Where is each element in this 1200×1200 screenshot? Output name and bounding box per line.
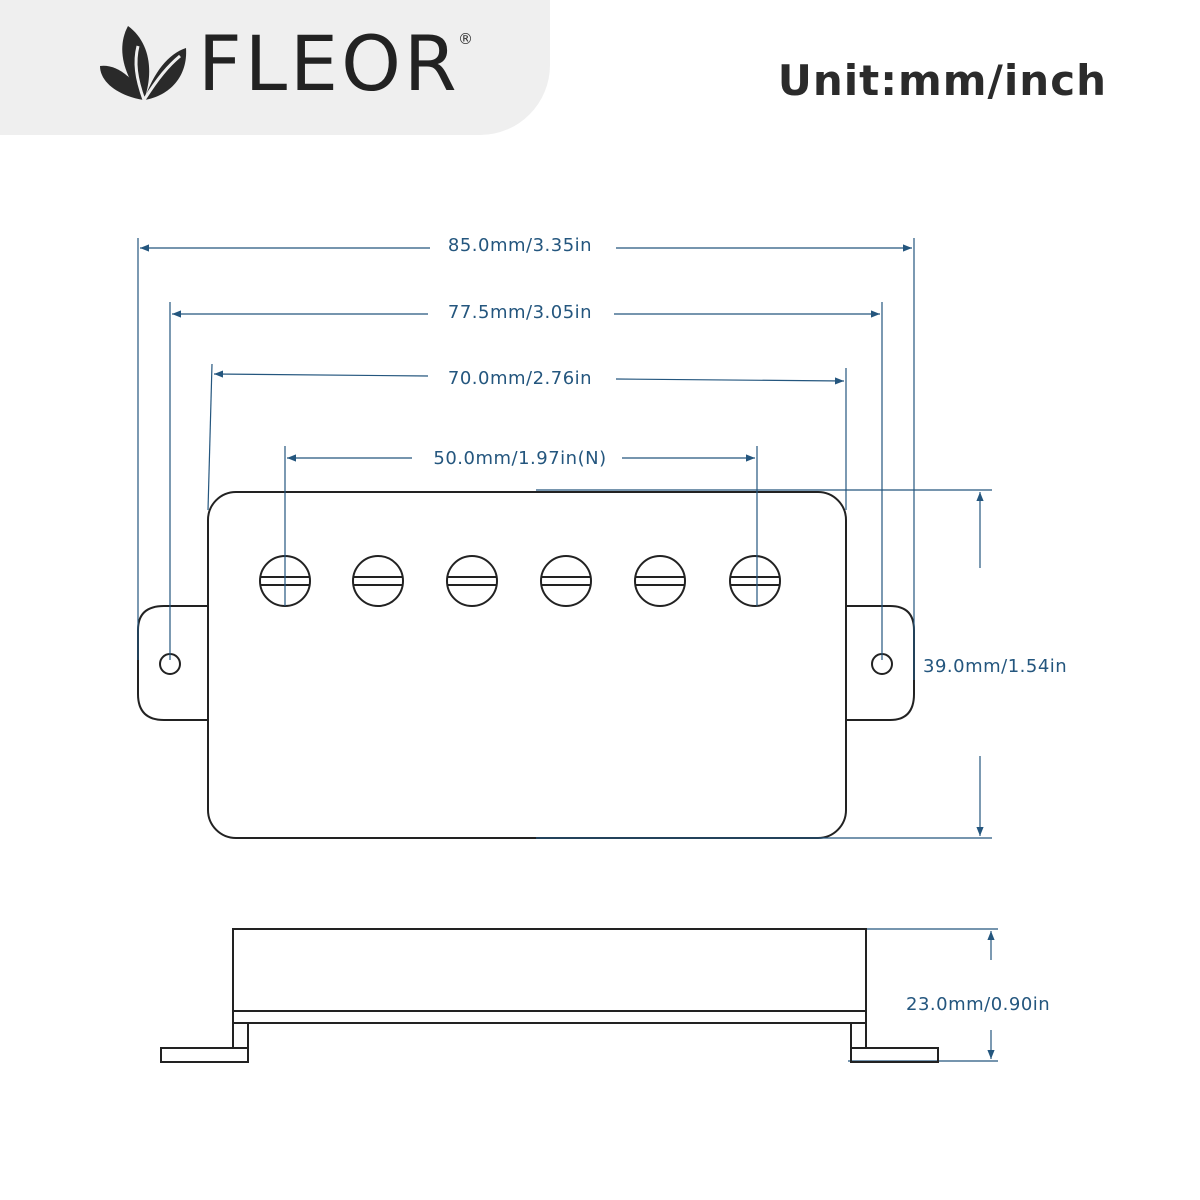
cover-length-label: 70.0mm/2.76in: [448, 368, 592, 389]
pole-piece: [634, 555, 686, 607]
pole-piece: [540, 555, 592, 607]
cover-width-label: 39.0mm/1.54in: [923, 656, 1067, 677]
pickup-cover-top-view: [207, 491, 847, 839]
pole-piece: [352, 555, 404, 607]
leaf-logo-icon: [100, 26, 187, 101]
header-panel: [0, 0, 550, 135]
registered-mark: ®: [458, 30, 473, 48]
right-mounting-ear: [845, 605, 915, 721]
brand-name: FLEOR: [198, 19, 460, 108]
extension-lines: [137, 238, 998, 1062]
overall-length-label: 85.0mm/3.35in: [448, 235, 592, 256]
height-label: 23.0mm/0.90in: [906, 994, 1050, 1015]
pole-piece: [729, 555, 781, 607]
pole-spacing-label: 50.0mm/1.97in(N): [433, 448, 606, 469]
left-mounting-ear: [137, 605, 209, 721]
cover-length-dim-left: [213, 370, 429, 378]
pole-piece: [446, 555, 498, 607]
cover-length-dim-right: [615, 377, 845, 385]
hole-spacing-label: 77.5mm/3.05in: [448, 302, 592, 323]
pickup-side-view: [160, 928, 939, 1063]
unit-label: Unit:mm/inch: [777, 56, 1107, 105]
